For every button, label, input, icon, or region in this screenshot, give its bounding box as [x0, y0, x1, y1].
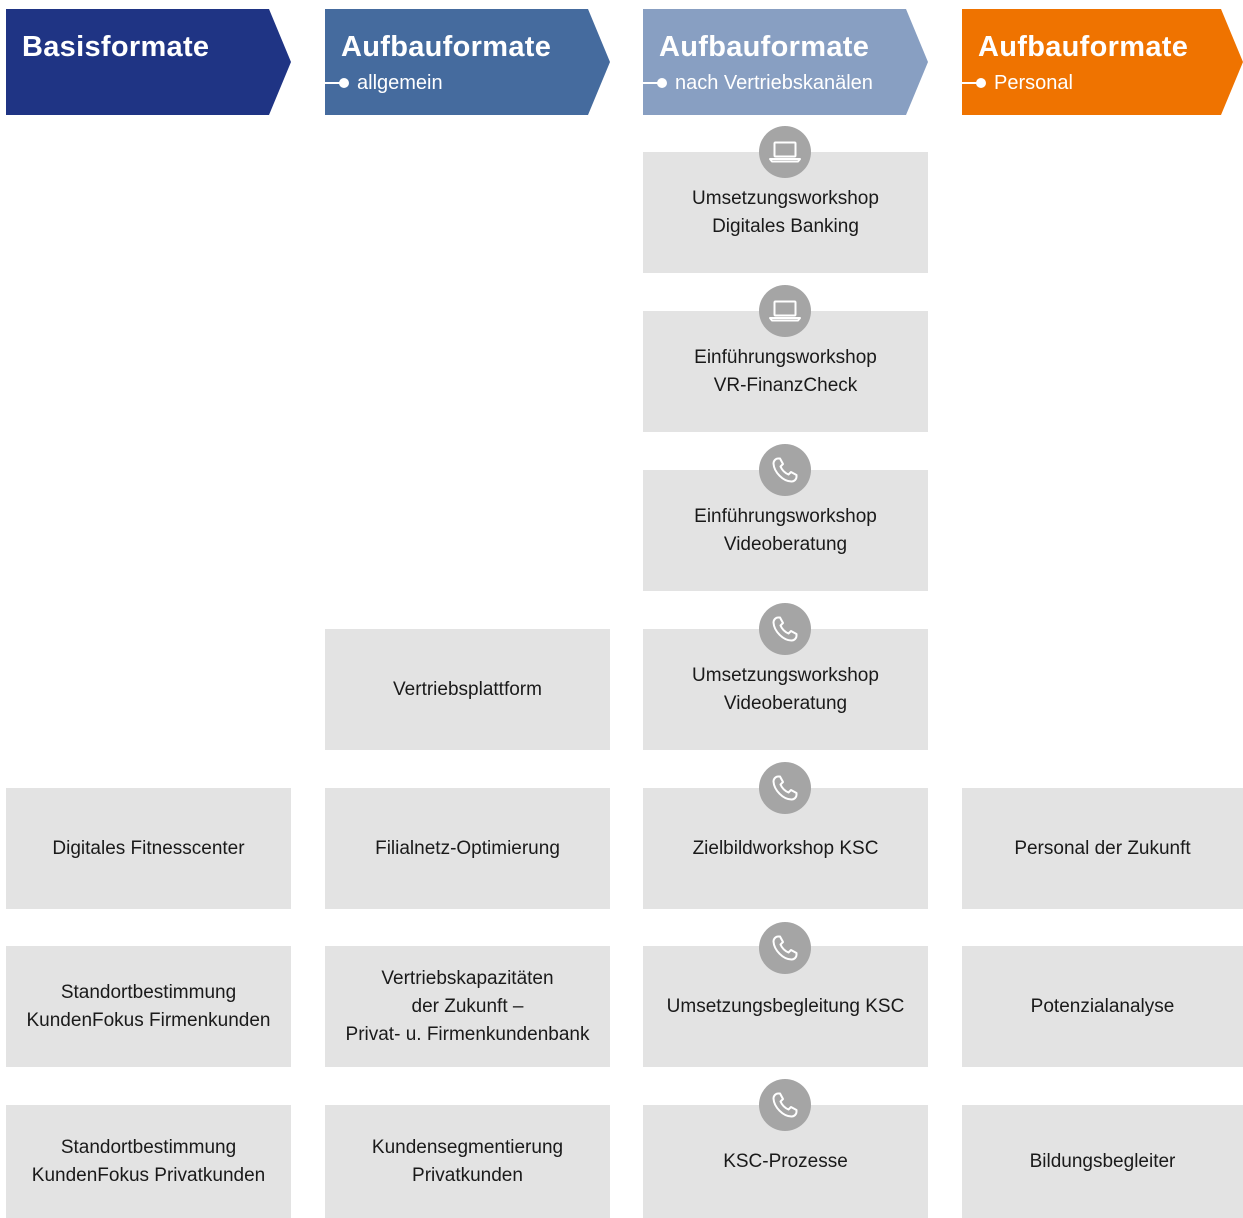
box-label: Digitales Fitnesscenter [52, 837, 245, 859]
header-subtitle: allgemein [357, 72, 443, 94]
box-label: Umsetzungsbegleitung KSC [666, 995, 905, 1017]
bullet-marker [325, 82, 347, 84]
header-basisformate: Basisformate [6, 9, 291, 115]
header-aufbau-allgemein: Aufbauformate allgemein [325, 9, 610, 115]
laptop-icon [759, 285, 811, 337]
phone-icon [759, 1079, 811, 1131]
box-personal-der-zukunft: Personal der Zukunft [962, 788, 1243, 909]
header-aufbau-personal: Aufbauformate Personal [962, 9, 1243, 115]
box-label: Zielbildworkshop KSC [692, 837, 879, 859]
laptop-icon [759, 126, 811, 178]
box-label: Einführungsworkshop VR-FinanzCheck [694, 346, 877, 396]
header-subtitle: Personal [994, 72, 1073, 94]
phone-icon [759, 603, 811, 655]
bullet-marker [962, 82, 984, 84]
box-vertriebsplattform: Vertriebsplattform [325, 629, 610, 750]
phone-icon [759, 922, 811, 974]
box-label: Kundensegmentierung Privatkunden [371, 1136, 564, 1186]
box-label: Standortbestimmung KundenFokus Firmenkun… [26, 981, 271, 1031]
box-digitales-fitnesscenter: Digitales Fitnesscenter [6, 788, 291, 909]
box-label: Filialnetz-Optimierung [375, 837, 560, 859]
box-einfuehrungsworkshop-finanzcheck: Einführungsworkshop VR-FinanzCheck [643, 311, 928, 432]
box-label: Potenzialanalyse [1030, 995, 1175, 1017]
box-label: Bildungsbegleiter [1029, 1150, 1176, 1172]
box-label: Personal der Zukunft [1014, 837, 1191, 859]
box-label: Vertriebskapazitäten der Zukunft – Priva… [345, 967, 590, 1045]
header-title: Aufbauformate [978, 31, 1189, 63]
box-label: Umsetzungsworkshop Digitales Banking [692, 187, 879, 237]
box-label: Standortbestimmung KundenFokus Privatkun… [31, 1136, 266, 1186]
header-title: Basisformate [22, 31, 210, 63]
box-label: Vertriebsplattform [393, 678, 542, 700]
box-vertriebskapazitaeten: Vertriebskapazitäten der Zukunft – Priva… [325, 946, 610, 1067]
header-title: Aufbauformate [659, 31, 870, 63]
bullet-marker [643, 82, 665, 84]
box-label: Umsetzungsworkshop Videoberatung [692, 664, 879, 714]
box-standortbestimmung-firmenkunden: Standortbestimmung KundenFokus Firmenkun… [6, 946, 291, 1067]
box-kundensegmentierung: Kundensegmentierung Privatkunden [325, 1105, 610, 1218]
header-title: Aufbauformate [341, 31, 552, 63]
box-bildungsbegleiter: Bildungsbegleiter [962, 1105, 1243, 1218]
box-label: KSC-Prozesse [723, 1150, 848, 1172]
box-potenzialanalyse: Potenzialanalyse [962, 946, 1243, 1067]
phone-icon [759, 762, 811, 814]
header-subtitle: nach Vertriebskanälen [675, 72, 873, 94]
box-label: Einführungsworkshop Videoberatung [694, 505, 877, 555]
box-standortbestimmung-privatkunden: Standortbestimmung KundenFokus Privatkun… [6, 1105, 291, 1218]
header-aufbau-vertriebskanaele: Aufbauformate nach Vertriebskanälen [643, 9, 928, 115]
phone-icon [759, 444, 811, 496]
box-filialnetz-optimierung: Filialnetz-Optimierung [325, 788, 610, 909]
